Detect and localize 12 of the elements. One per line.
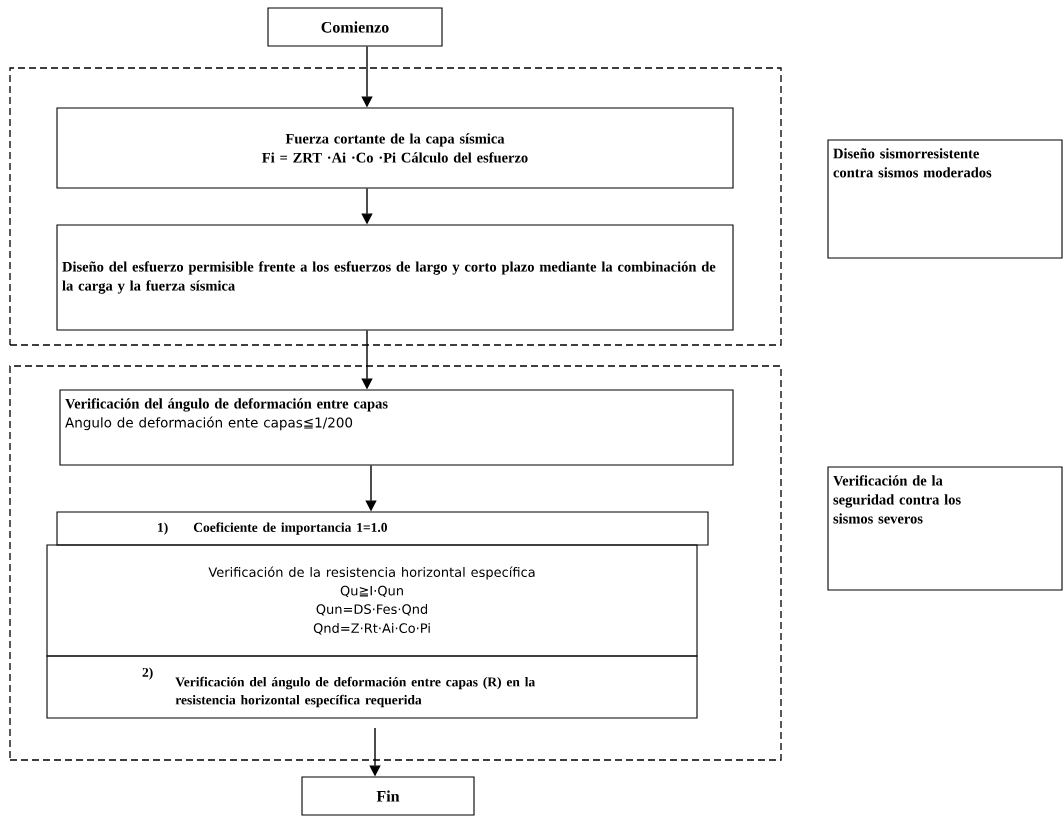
dashed-group-frame: [9, 365, 782, 761]
process-box: Fuerza cortante de la capa sísmica Fi = ZRT ·Ai ·Co ·Pi Cálculo del esfuerzo: [56, 107, 734, 189]
terminal-box: Comienzo: [267, 7, 443, 47]
process-box: Verificación del ángulo de deformación entre capas Angulo de deformación ente capas≦1/200: [59, 389, 734, 466]
process-box: Verificación de la resistencia horizontal específica Qu≧I·Qun Qun=DS·Fes·Qnd Qnd=Z·Rt·Ai·Co·Pi: [46, 544, 698, 657]
process-box: 2) Verificación del ángulo de deformación entre capas (R) en la resistencia horizontal específica requerida: [46, 655, 698, 719]
process-box: Diseño del esfuerzo permisible frente a los esfuerzos de largo y corto plazo mediante la combinación de la carga y la fuerza sísmica: [56, 224, 734, 331]
annotation-box: Diseño sismorresistente contra sismos moderados: [827, 139, 1063, 259]
dashed-group-frame: [9, 67, 782, 346]
process-box: 1) Coeficiente de importancia 1=1.0: [56, 511, 709, 546]
terminal-box: Fin: [301, 776, 475, 816]
annotation-box: Verificación de la seguridad contra los sismos severos: [827, 466, 1063, 591]
